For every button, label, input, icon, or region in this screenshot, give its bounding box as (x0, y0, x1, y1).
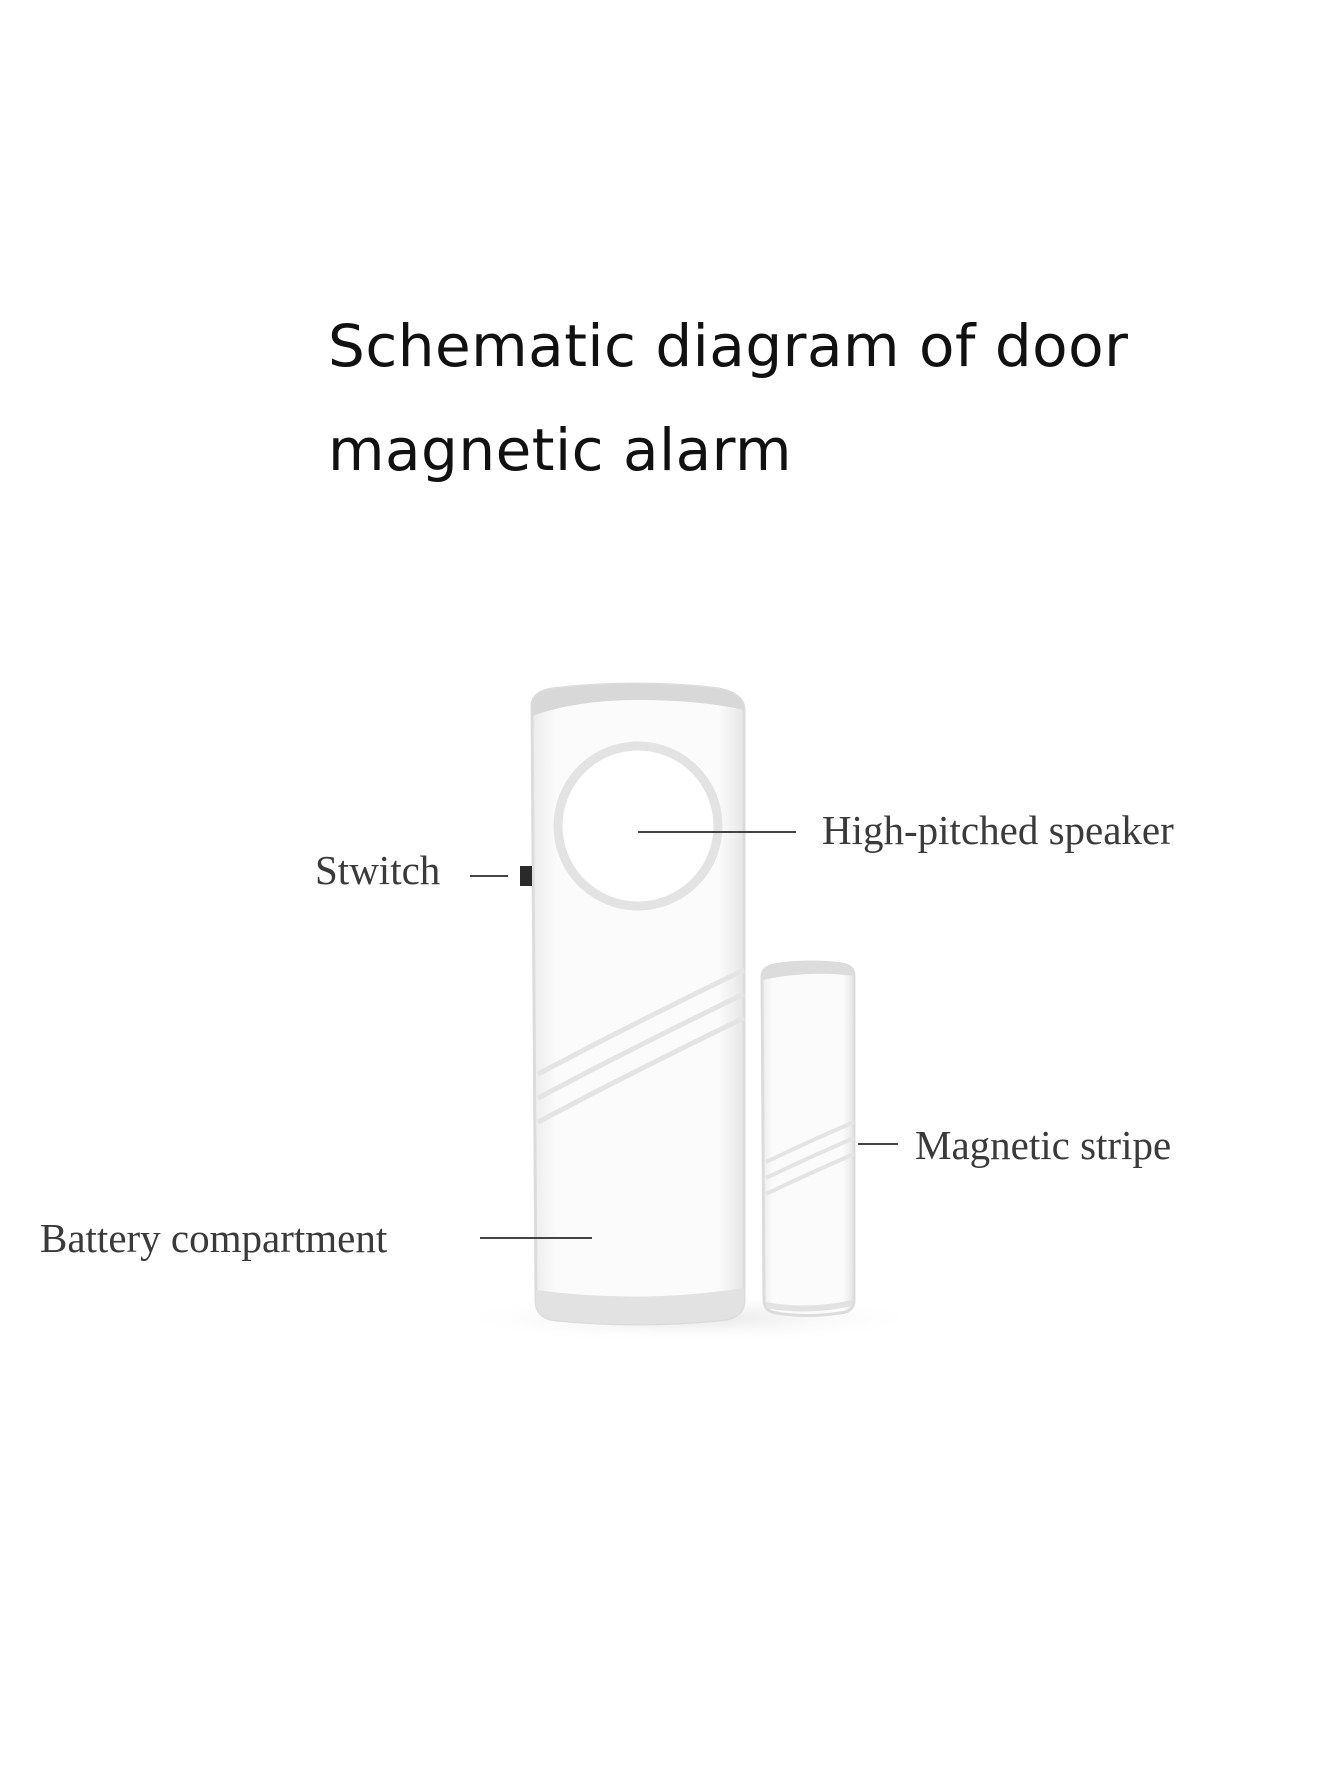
speaker-ring (553, 741, 723, 911)
switch-label: Stwitch (315, 847, 441, 893)
magnet-groove-1 (765, 1120, 855, 1164)
speaker-label: High-pitched speaker (822, 807, 1174, 853)
switch-knob (520, 866, 532, 886)
groove-2 (536, 991, 746, 1101)
magnet-groove-3 (765, 1152, 855, 1196)
bottom-cap (536, 1288, 744, 1324)
title-line-2: magnetic alarm (328, 416, 793, 484)
groove-3 (536, 1015, 746, 1125)
groove-1 (536, 967, 746, 1077)
battery-label: Battery compartment (40, 1215, 388, 1261)
top-cap (532, 684, 744, 716)
title-line-1: Schematic diagram of door (328, 312, 1129, 380)
magnet-groove-2 (765, 1136, 855, 1180)
magnet-unit (760, 960, 856, 1317)
stripe-label: Magnetic stripe (915, 1122, 1172, 1168)
alarm-unit (520, 682, 746, 1326)
